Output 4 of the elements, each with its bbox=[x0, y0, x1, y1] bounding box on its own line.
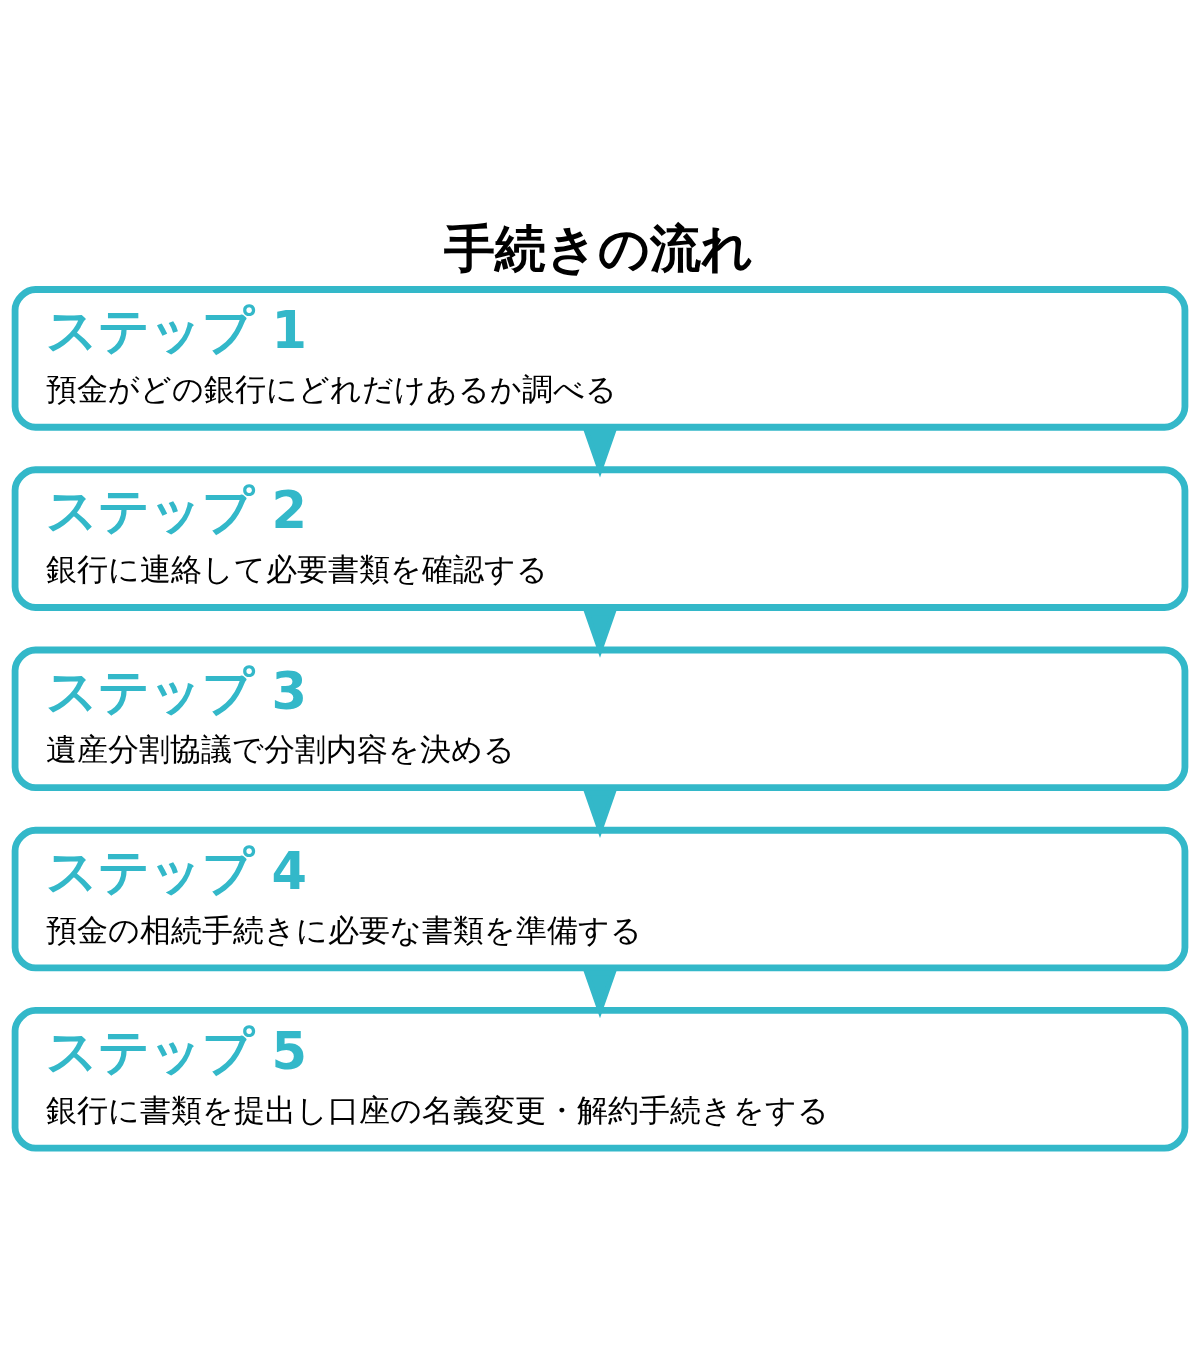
diagram-title: 手続きの流れ bbox=[444, 218, 754, 278]
node-box: ステップ 5 銀行に書類を提出し口座の名義変更・解約手続きをする bbox=[11, 1006, 1189, 1152]
arrow bbox=[583, 429, 617, 477]
arrow bbox=[583, 970, 617, 1018]
